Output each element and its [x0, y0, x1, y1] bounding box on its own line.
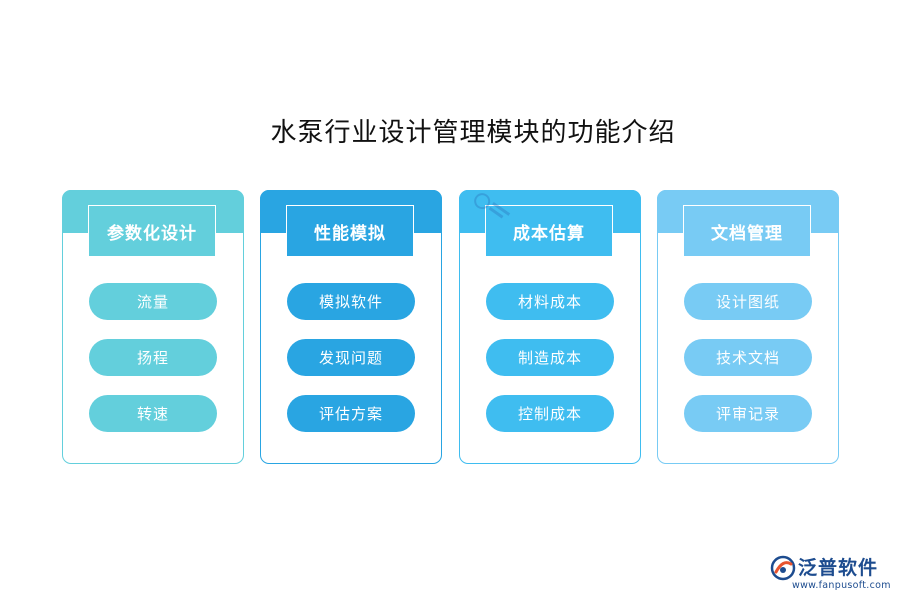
card-heading: 性能模拟	[286, 205, 414, 257]
brand-logo: 泛普软件 www.fanpusoft.com	[770, 553, 894, 597]
item-pill: 流量	[89, 283, 217, 320]
item-pill: 评审记录	[684, 395, 812, 432]
item-pill: 制造成本	[486, 339, 614, 376]
page-title: 水泵行业设计管理模块的功能介绍	[270, 118, 676, 148]
item-pill: 转速	[89, 395, 217, 432]
logo-name: 泛普软件	[798, 557, 879, 579]
item-pill: 控制成本	[486, 395, 614, 432]
item-pill: 评估方案	[287, 395, 415, 432]
card-heading: 文档管理	[683, 205, 811, 257]
card-document-management: 文档管理 设计图纸 技术文档 评审记录	[656, 189, 839, 464]
fanpu-logo-icon	[770, 555, 796, 581]
card-heading: 成本估算	[485, 205, 613, 257]
item-pill: 设计图纸	[684, 283, 812, 320]
logo-url: www.fanpusoft.com	[792, 580, 891, 591]
card-parametric-design: 参数化设计 流量 扬程 转速	[61, 189, 244, 464]
item-pill: 扬程	[89, 339, 217, 376]
card-cost-estimation: 成本估算 材料成本 制造成本 控制成本	[458, 189, 641, 464]
item-pill: 发现问题	[287, 339, 415, 376]
item-pill: 材料成本	[486, 283, 614, 320]
card-performance-simulation: 性能模拟 模拟软件 发现问题 评估方案	[259, 189, 442, 464]
watermark-icon	[474, 193, 511, 219]
item-pill: 模拟软件	[287, 283, 415, 320]
card-heading: 参数化设计	[88, 205, 216, 257]
item-pill: 技术文档	[684, 339, 812, 376]
